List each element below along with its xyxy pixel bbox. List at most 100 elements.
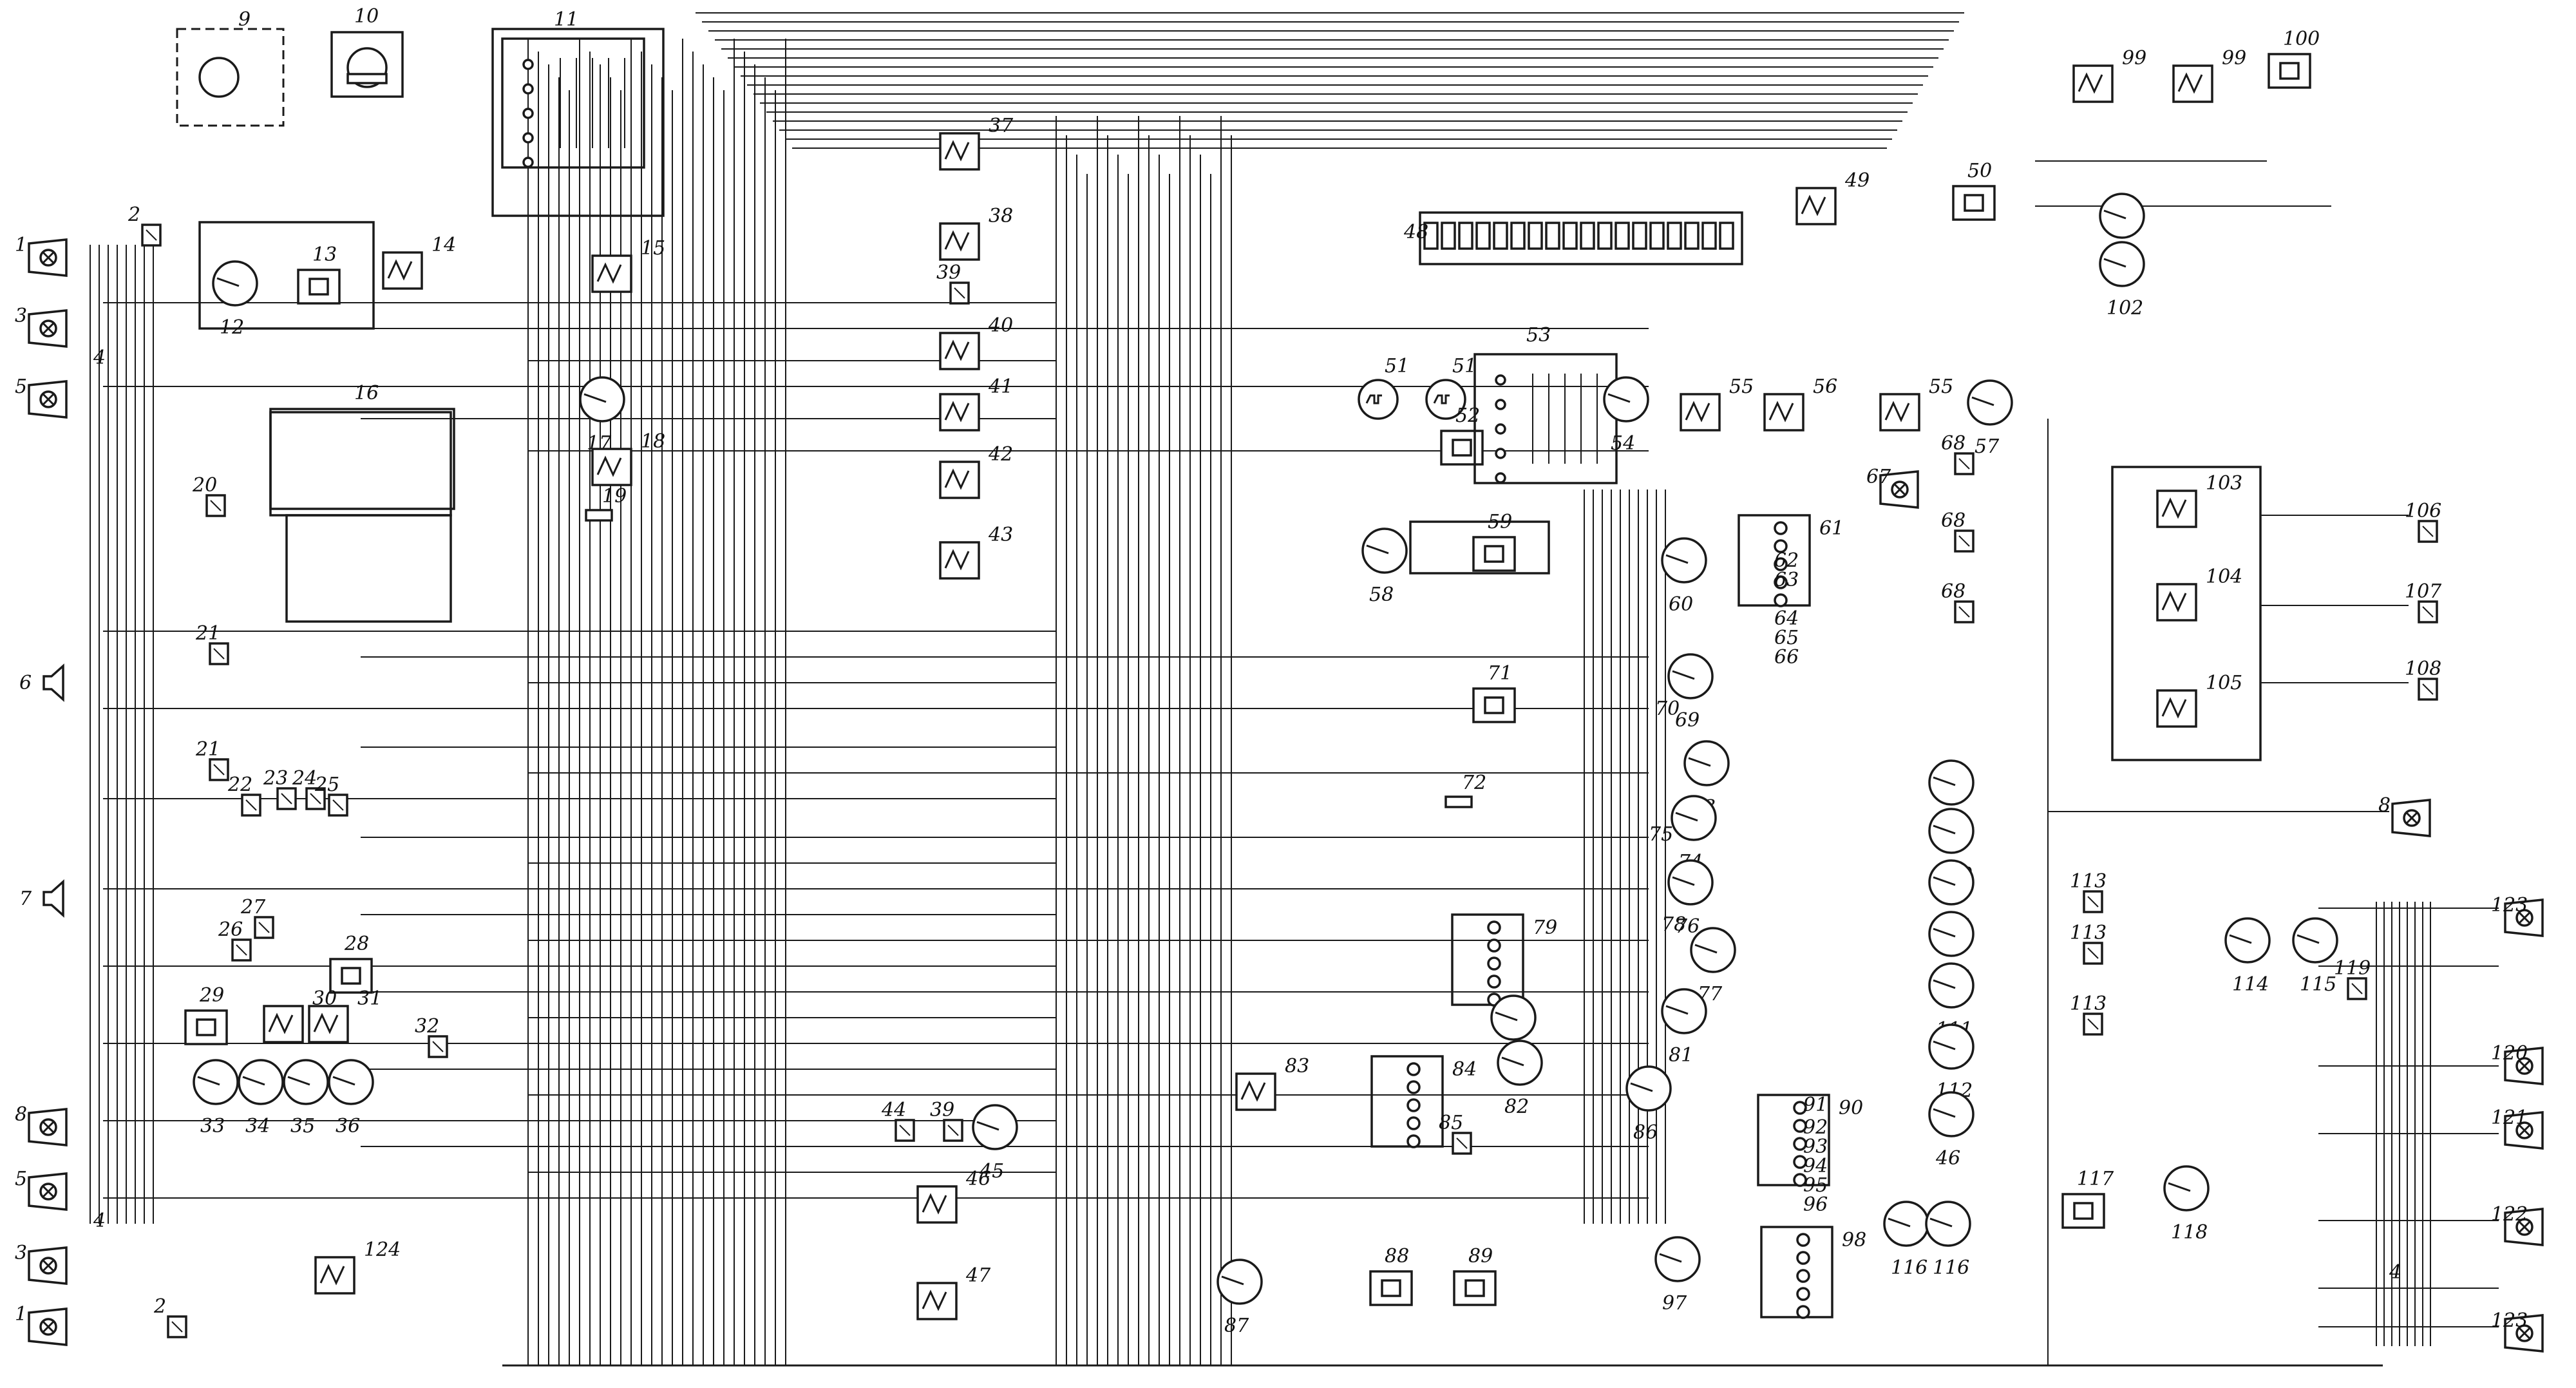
component-label: 25 — [314, 774, 339, 796]
component-c28: 28 — [329, 933, 373, 994]
component-label: 26 — [218, 918, 243, 941]
component-label: 1 — [15, 234, 27, 256]
component-label: 19 — [602, 485, 627, 508]
component-c13: 13 — [297, 243, 341, 305]
component-c66: 66 — [1774, 646, 1799, 669]
component-c99a: 99 — [2072, 47, 2146, 103]
component-c6: 6 — [19, 663, 64, 702]
component-label: 68 — [1941, 509, 1965, 532]
component-c51b: 51 — [1425, 355, 1477, 420]
component-label: 10 — [354, 5, 379, 28]
component-label: 59 — [1488, 511, 1512, 533]
component-label: 21 — [195, 738, 220, 761]
component-label: 78 — [1662, 913, 1686, 936]
component-c69: 69 — [1667, 653, 1714, 732]
component-label: 63 — [1774, 569, 1799, 591]
component-label: 20 — [192, 474, 217, 497]
component-label: 75 — [1649, 823, 1673, 846]
component-label: 33 — [200, 1115, 225, 1137]
component-c56: 56 — [1763, 376, 1837, 432]
component-label: 12 — [220, 316, 244, 339]
component-c8b: 8 — [2378, 794, 2431, 837]
component-c118: 118 — [2163, 1165, 2210, 1244]
component-label: 49 — [1844, 169, 1870, 192]
component-label: 81 — [1669, 1044, 1693, 1067]
component-c36: 36 — [328, 1059, 374, 1137]
component-c113b: 113 — [2070, 922, 2107, 965]
component-c75: 75 — [1649, 823, 1673, 846]
component-c93: 93 — [1803, 1136, 1828, 1158]
component-label: 68 — [1941, 580, 1965, 603]
component-c91: 91 — [1803, 1094, 1828, 1116]
component-label: 88 — [1385, 1245, 1409, 1268]
component-c60: 60 — [1661, 537, 1707, 616]
component-c53: 53 — [1473, 324, 1618, 484]
component-label: 56 — [1813, 376, 1837, 398]
component-c122: 122 — [2491, 1203, 2544, 1246]
component-c88: 88 — [1369, 1245, 1413, 1306]
component-label: 43 — [988, 524, 1013, 546]
component-c96: 96 — [1803, 1193, 1828, 1216]
component-c48: 48 — [1403, 211, 1743, 265]
component-c117: 117 — [2061, 1168, 2114, 1229]
component-c85: 85 — [1439, 1112, 1472, 1155]
component-c41: 41 — [939, 376, 1013, 432]
component-label: 68 — [1941, 432, 1965, 455]
component-c54: 54 — [1603, 376, 1649, 455]
component-label: 35 — [290, 1115, 315, 1137]
component-label: 38 — [989, 205, 1013, 227]
component-label: 114 — [2232, 973, 2269, 996]
component-label: 66 — [1774, 646, 1799, 669]
component-c124: 124 — [314, 1239, 401, 1295]
component-c4a: 4 — [93, 347, 106, 369]
component-c5b: 5 — [15, 1168, 68, 1211]
component-label: 32 — [415, 1015, 439, 1038]
component-label: 28 — [344, 933, 369, 955]
component-c100: 100 — [2268, 28, 2320, 89]
component-label: 97 — [1662, 1292, 1687, 1315]
component-c68b: 68 — [1941, 509, 1975, 553]
component-c78: 78 — [1662, 913, 1686, 936]
component-label: 53 — [1526, 324, 1551, 347]
component-label: 86 — [1633, 1121, 1658, 1144]
component-c58: 58 — [1361, 528, 1408, 606]
component-c7: 7 — [19, 879, 64, 918]
component-c70: 70 — [1655, 698, 1680, 720]
component-c77: 77 — [1690, 927, 1736, 1005]
component-label: 4 — [2389, 1261, 2401, 1284]
component-c47: 47 — [916, 1264, 991, 1320]
component-label: 55 — [1729, 376, 1754, 398]
component-c121: 121 — [2491, 1107, 2544, 1150]
component-label: 27 — [240, 896, 266, 918]
component-label: 79 — [1533, 917, 1557, 939]
component-label: 98 — [1842, 1229, 1866, 1251]
component-label: 46 — [965, 1168, 990, 1190]
component-label: 113 — [2070, 870, 2107, 893]
component-c14: 14 — [382, 234, 456, 290]
component-label: 105 — [2206, 672, 2242, 694]
component-label: 16 — [354, 382, 379, 404]
component-label: 47 — [965, 1264, 991, 1287]
component-label: 3 — [15, 305, 27, 327]
component-c55a: 55 — [1680, 376, 1754, 432]
component-label: 96 — [1803, 1193, 1828, 1216]
component-label: 29 — [199, 984, 224, 1007]
component-label: 118 — [2171, 1221, 2208, 1244]
component-label: 39 — [936, 261, 961, 284]
component-c2b: 2 — [153, 1295, 187, 1338]
component-c31: 31 — [308, 987, 382, 1043]
component-label: 124 — [364, 1239, 401, 1261]
component-c113c: 113 — [2070, 993, 2107, 1036]
component-c64: 64 — [1774, 607, 1799, 630]
component-label: 58 — [1369, 584, 1394, 606]
component-label: 85 — [1439, 1112, 1463, 1134]
component-label: 72 — [1462, 772, 1486, 794]
component-label: 5 — [15, 376, 27, 398]
component-c24: 24 — [292, 767, 326, 810]
component-label: 82 — [1504, 1096, 1529, 1118]
component-label: 65 — [1774, 627, 1799, 649]
component-label: 123 — [2491, 894, 2528, 917]
component-c8a: 8 — [15, 1103, 68, 1146]
component-c81: 81 — [1661, 988, 1707, 1067]
component-label: 45 — [979, 1160, 1004, 1183]
